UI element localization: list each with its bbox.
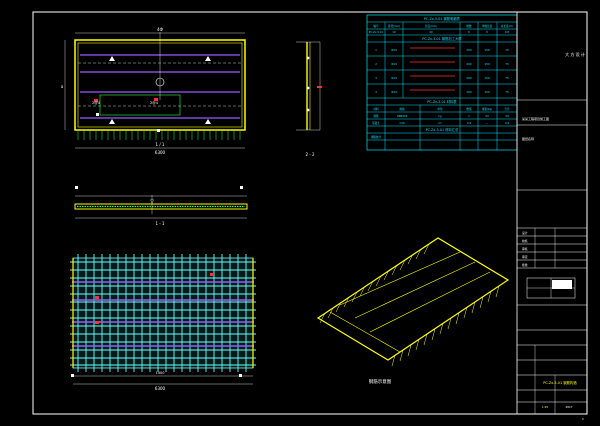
- tr2-2: 20: [429, 30, 433, 34]
- tb-row-2: 审核: [522, 247, 528, 251]
- drawing-date: 2017: [565, 405, 572, 409]
- table-row: 4 Ф12 200 150 75: [375, 89, 509, 94]
- row-4-c: 75: [505, 90, 509, 94]
- table-title-1: PC-Zx-5-01 钢筋明细表: [424, 16, 461, 21]
- tr2-0: PC-Zx-5-01: [369, 30, 384, 34]
- sr2-2: m³: [438, 122, 442, 125]
- tr2-3: 8: [468, 30, 470, 34]
- tb-row-1: 校核: [522, 239, 528, 243]
- plan-bottom-total: 6300: [155, 150, 166, 155]
- table-title-3: PC-Zx-5-01 材料表: [427, 99, 457, 104]
- row-1-c: 75: [505, 48, 509, 52]
- sr1-3: 1: [468, 114, 470, 118]
- th-1: 直径(mm): [388, 24, 400, 28]
- sr2-1: C30: [399, 121, 404, 125]
- elevation-bottom-dim: 1 - 1: [155, 221, 165, 226]
- row-4-dia: Ф12: [391, 90, 397, 94]
- table-note: 钢筋统计: [371, 135, 382, 139]
- row-4-a: 200: [466, 90, 472, 94]
- row-4-id: 4: [375, 90, 377, 94]
- row-2-dia: Ф10: [391, 62, 397, 66]
- plan-left-dim: a: [61, 84, 64, 89]
- row-1-a: 200: [466, 48, 472, 52]
- th-4: 单根长度: [482, 24, 493, 28]
- mesh-bottom-total: 6300: [155, 386, 166, 391]
- sh-4: 重量(kg): [482, 107, 492, 111]
- sr2-4: —: [486, 122, 489, 125]
- th-5: 总长度(m): [501, 24, 513, 28]
- side-view: 2 - 2: [296, 41, 322, 157]
- th-0: 编号: [373, 24, 379, 28]
- table-row: 1 Ф10 200 150 75: [375, 47, 509, 52]
- sr1-2: kg: [438, 114, 442, 118]
- table-row: 2 Ф10 200 150 75: [375, 61, 509, 66]
- tr2-5: 9.8: [505, 30, 509, 34]
- drawing-title: PC-Zx-5-01 钢筋构造: [543, 380, 577, 385]
- th-2: 长度(mm): [425, 24, 437, 28]
- mesh-view: 1400 6300: [70, 254, 256, 391]
- project-name: 某某工程项目施工图: [522, 116, 549, 121]
- sr2-5: 0.9: [505, 121, 509, 125]
- sr1-5: 54: [505, 114, 509, 118]
- rebar-table: PC-Zx-5-01 钢筋明细表 PC-Zx-5-01 钢筋加工大样 PC-Zx…: [366, 14, 518, 151]
- row-2-c: 75: [505, 62, 509, 66]
- sh-2: 单位: [437, 107, 443, 111]
- sh-0: 材料: [373, 107, 379, 111]
- drawing-note-label: 图纸名称: [522, 136, 534, 141]
- row-1-dia: Ф10: [391, 48, 397, 52]
- row-4-b: 150: [484, 90, 490, 94]
- th-3: 根数: [466, 24, 472, 28]
- table-title-2: PC-Zx-5-01 钢筋加工大样: [422, 36, 462, 41]
- plan-view: 4Ф a 1 / 1 6300 2@4 2@4: [61, 27, 246, 155]
- row-3-a: 200: [466, 76, 472, 80]
- tb-row-4: 批准: [522, 263, 528, 267]
- iso-caption: 钢筋示意图: [369, 378, 392, 385]
- company-name: 大 方 设 计: [565, 51, 585, 57]
- row-3-b: 150: [484, 76, 490, 80]
- drawing-frame: [32, 11, 588, 415]
- sr2-3: 0.9: [467, 121, 471, 125]
- sr1-1: HRB400: [397, 114, 408, 118]
- tb-row-3: 审定: [522, 255, 528, 259]
- plan-mid-label-1: 2@4: [92, 101, 101, 105]
- plan-bottom-dim: 1 / 1: [156, 142, 165, 147]
- sheet-number: 1: [582, 417, 584, 421]
- row-3-dia: Ф10: [391, 76, 397, 80]
- tr2-1: 10: [392, 30, 396, 34]
- side-view-label: 2 - 2: [305, 152, 315, 157]
- tr2-4: 8: [486, 30, 488, 34]
- elevation-view: ▽ 1 - 1: [74, 186, 248, 226]
- tb-row-0: 设计: [522, 231, 528, 235]
- sh-1: 规格: [399, 107, 405, 111]
- sh-5: 合计: [504, 107, 510, 111]
- row-3-c: 75: [505, 76, 509, 80]
- row-3-id: 3: [375, 76, 377, 80]
- table-title-4: PC-Zx-5-01 材料汇总: [426, 127, 459, 132]
- sr2-0: 混凝土: [372, 121, 380, 125]
- isometric-view: 钢筋示意图: [316, 237, 510, 385]
- table-row: 3 Ф10 200 150 75: [375, 75, 509, 80]
- row-2-a: 200: [466, 62, 472, 66]
- sh-3: 数量: [466, 107, 472, 111]
- mesh-bottom-dim: 1400: [156, 371, 165, 375]
- sr1-0: 钢筋: [373, 114, 379, 118]
- drawing-scale: 1:25: [542, 405, 549, 409]
- plan-mid-label-2: 2@4: [150, 101, 159, 105]
- elevation-marker: ▽: [150, 199, 154, 205]
- title-block: 大 方 设 计 某某工程项目施工图 图纸名称 设计 校核 审核 审定 批准 PC…: [516, 12, 587, 421]
- row-1-b: 150: [484, 48, 490, 52]
- row-1-id: 1: [375, 48, 377, 52]
- row-2-b: 150: [484, 62, 490, 66]
- plan-top-dim: 4Ф: [157, 27, 164, 32]
- sr1-4: 54: [485, 114, 489, 118]
- row-2-id: 2: [375, 62, 377, 66]
